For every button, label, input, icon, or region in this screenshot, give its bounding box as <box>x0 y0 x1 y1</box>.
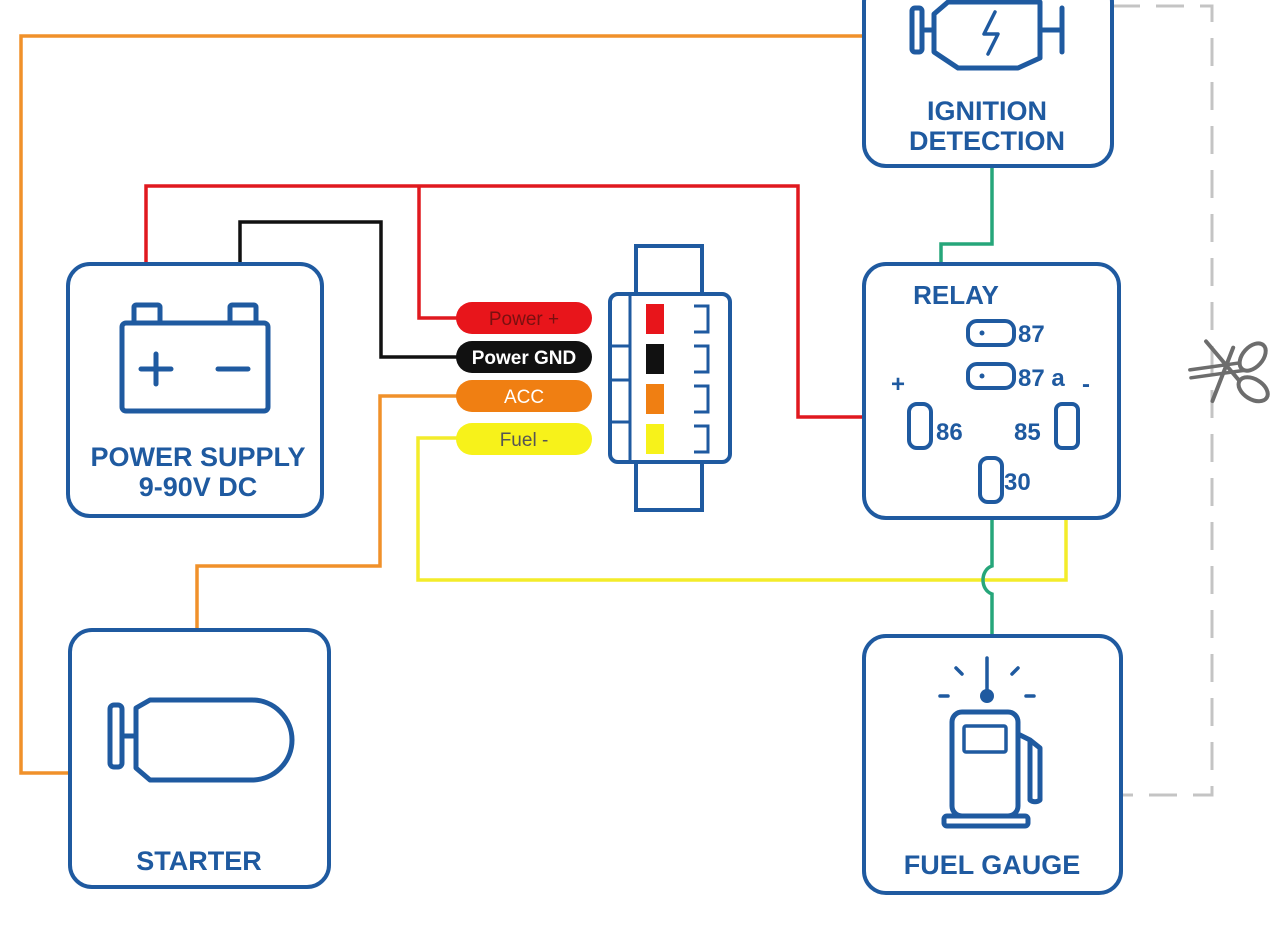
wire-orange-ignition-starter <box>19 34 866 775</box>
wire-black-gnd <box>238 220 462 359</box>
relay-pin-85 <box>1054 402 1080 450</box>
fuel-gauge-block: FUEL GAUGE <box>862 634 1123 895</box>
pill-fuel-text: Fuel - <box>500 430 549 451</box>
starter-motor-icon <box>107 697 295 783</box>
scissors-icon <box>1188 339 1270 404</box>
pill-fuel-minus: Fuel - <box>456 423 592 455</box>
relay-pin-87a <box>966 362 1016 390</box>
wire-label-pills: Power + Power GND ACC Fuel - <box>456 302 592 455</box>
power-supply-label-line2: 9-90V DC <box>139 472 258 502</box>
connector-pin-black <box>646 344 664 374</box>
starter-block: STARTER <box>68 628 331 889</box>
pin-87a-label: 87 a <box>1018 365 1065 392</box>
pill-power-plus: Power + <box>456 302 592 334</box>
wire-green-relay-fuel <box>981 496 994 640</box>
ignition-label-line1: IGNITION <box>927 96 1047 126</box>
connector-icon <box>608 244 732 512</box>
ignition-detection-block: IGNITION DETECTION <box>862 0 1114 168</box>
ignition-label-line2: DETECTION <box>909 126 1065 156</box>
power-supply-label-line1: POWER SUPPLY <box>90 442 305 472</box>
relay-minus-sign: - <box>1082 371 1090 398</box>
pin-86-label: 86 <box>936 419 963 446</box>
pill-acc: ACC <box>456 380 592 412</box>
pin-87-label: 87 <box>1018 321 1045 348</box>
fuel-gauge-label: FUEL GAUGE <box>904 850 1081 880</box>
connector-pin-red <box>646 304 664 334</box>
connector-pin-yellow <box>646 424 664 454</box>
wire-red-power-plus <box>144 184 912 419</box>
engine-lightning-icon <box>909 0 1065 71</box>
cut-line <box>1112 4 1214 797</box>
connector-pin-orange <box>646 384 664 414</box>
relay-pin-30 <box>978 456 1004 504</box>
relay-title: RELAY <box>913 280 999 310</box>
pill-power-plus-text: Power + <box>489 309 559 330</box>
power-supply-block: POWER SUPPLY 9-90V DC <box>66 262 324 518</box>
relay-block: RELAY 87 87 a + - 86 85 30 <box>862 262 1121 520</box>
fuel-pump-icon <box>938 656 1043 829</box>
wire-yellow-fuel <box>416 425 1068 582</box>
wire-orange-acc <box>195 394 462 632</box>
relay-pin-86 <box>907 402 933 450</box>
pin-30-label: 30 <box>1004 469 1031 496</box>
relay-plus-sign: + <box>891 371 905 398</box>
wire-red-branch <box>417 186 462 320</box>
relay-pin-87 <box>966 319 1016 347</box>
pill-power-gnd: Power GND <box>456 341 592 373</box>
pill-acc-text: ACC <box>504 387 544 408</box>
pin-85-label: 85 <box>1014 419 1041 446</box>
starter-label: STARTER <box>136 846 262 876</box>
battery-icon <box>119 302 271 414</box>
pill-power-gnd-text: Power GND <box>472 348 577 369</box>
